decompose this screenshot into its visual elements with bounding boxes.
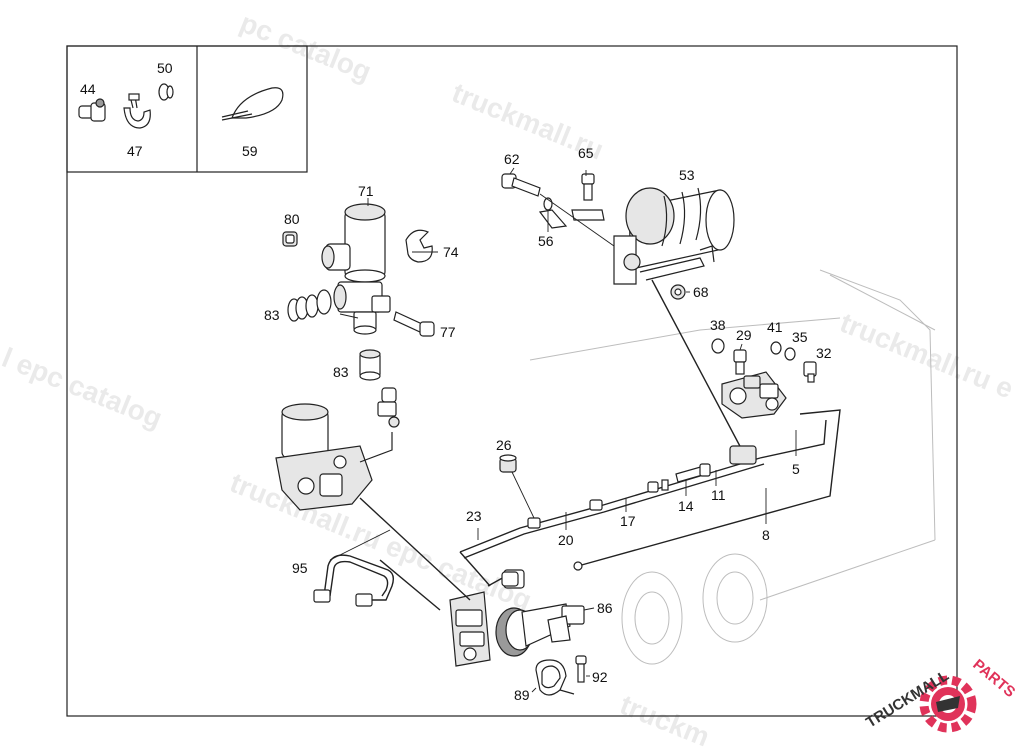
cable-tie-59 (221, 87, 284, 121)
ring-41 (770, 341, 782, 355)
truckmall-logo: TRUCKMALL PARTS (863, 656, 1018, 733)
gear-logo-icon (919, 675, 977, 733)
pipe-95 (313, 554, 395, 607)
bolt-62 (501, 173, 541, 197)
fitting-83-lower (359, 349, 381, 381)
washer-56 (538, 197, 568, 229)
brake-chamber-86 (495, 603, 585, 657)
callout-80: 80 (284, 211, 300, 227)
leader-lines (329, 167, 797, 693)
callout-32: 32 (816, 345, 832, 361)
callout-8: 8 (762, 527, 770, 543)
callout-50: 50 (157, 60, 173, 76)
fitting-32 (803, 361, 817, 383)
callout-44: 44 (80, 81, 96, 97)
fitting-small (377, 387, 400, 428)
watermark-text: truckmall.ru e (836, 307, 1018, 405)
pipe-lines (359, 279, 841, 611)
callout-83-upper: 83 (264, 307, 280, 323)
callout-5: 5 (792, 461, 800, 477)
callout-56: 56 (538, 233, 554, 249)
valve-cluster (721, 371, 787, 419)
ring-35 (784, 347, 796, 361)
callout-47: 47 (127, 143, 143, 159)
plug-80 (282, 231, 298, 247)
chassis-outline (529, 269, 936, 601)
watermark-text: truckmall.ru epc catalog (226, 467, 536, 616)
callout-20: 20 (558, 532, 574, 548)
wrench-symbol-74 (405, 229, 433, 263)
air-tank-53 (613, 187, 735, 285)
callout-68: 68 (693, 284, 709, 300)
fitting-29 (733, 349, 747, 375)
callout-74: 74 (443, 244, 459, 260)
nut-68 (670, 284, 686, 300)
callout-77: 77 (440, 324, 456, 340)
callout-11: 11 (711, 487, 726, 503)
air-dryer (275, 403, 393, 511)
clamp-89 (535, 659, 575, 696)
callout-62: 62 (504, 151, 520, 167)
callout-86: 86 (597, 600, 613, 616)
inset-frame (66, 45, 308, 173)
callout-92: 92 (592, 669, 608, 685)
bolt-65 (571, 173, 605, 221)
ring-50 (158, 83, 174, 101)
callout-53: 53 (679, 167, 695, 183)
fitting-26 (499, 454, 517, 473)
bolt-44 (78, 98, 106, 122)
callout-71: 71 (358, 183, 374, 199)
fitting-83-upper (287, 289, 332, 322)
callout-89: 89 (514, 687, 530, 703)
callout-23: 23 (466, 508, 482, 524)
valve-71 (321, 203, 391, 335)
fitting-77 (393, 311, 435, 337)
diagram-frame (66, 45, 958, 717)
callout-41: 41 (767, 319, 783, 335)
callout-26: 26 (496, 437, 512, 453)
screw-92 (575, 655, 587, 683)
callout-83-lower: 83 (333, 364, 349, 380)
callout-17: 17 (620, 513, 636, 529)
callout-labels: 44 50 47 59 62 65 53 56 68 71 80 74 83 7… (80, 60, 832, 703)
callout-65: 65 (578, 145, 594, 161)
callout-95: 95 (292, 560, 308, 576)
watermark-text: truckm (616, 689, 714, 750)
callout-29: 29 (736, 327, 752, 343)
brand-text-accent: PARTS (969, 656, 1018, 701)
clip-47 (123, 93, 151, 129)
callout-59: 59 (242, 143, 258, 159)
callout-38: 38 (710, 317, 726, 333)
wheels (621, 553, 768, 665)
watermark-text: pc catalog (236, 7, 376, 88)
callout-35: 35 (792, 329, 808, 345)
watermark-text: l epc catalog (0, 342, 167, 434)
callout-14: 14 (678, 498, 694, 514)
ring-38 (711, 338, 725, 354)
bolt-62-axis (539, 193, 615, 247)
